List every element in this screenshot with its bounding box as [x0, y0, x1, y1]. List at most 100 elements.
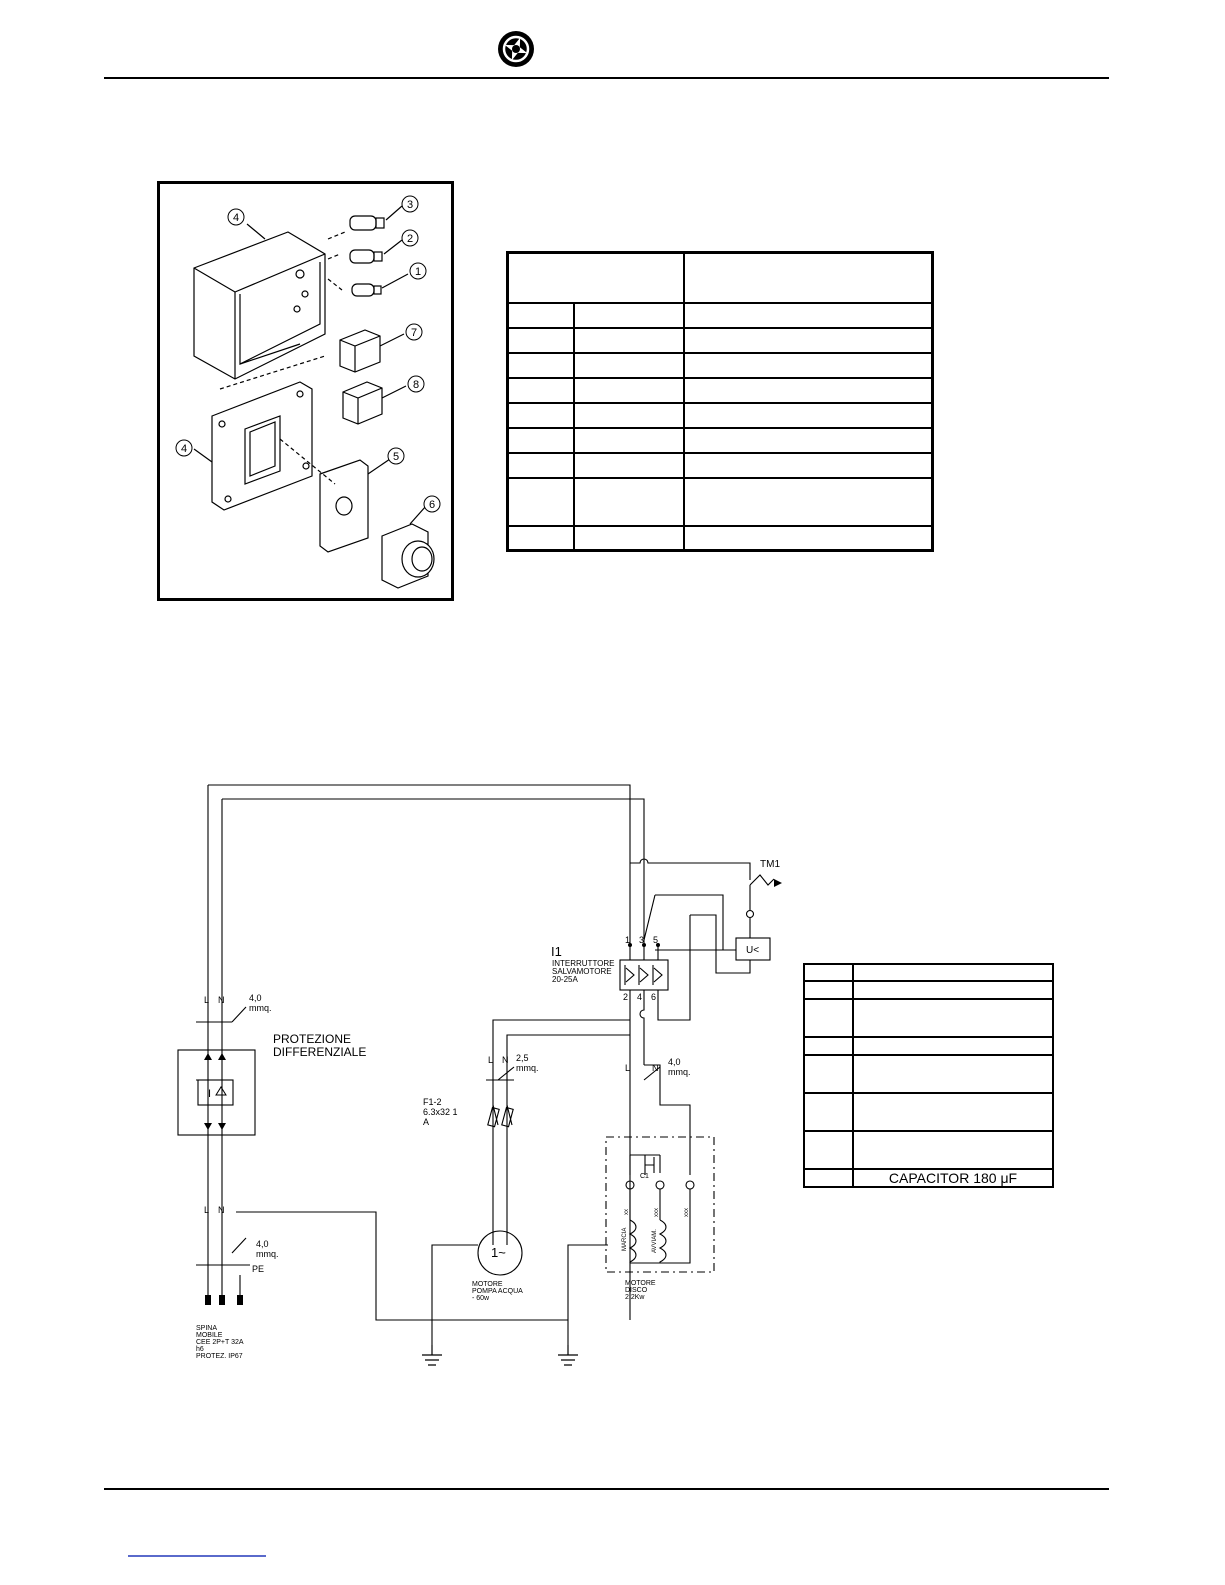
svg-text:7: 7	[411, 327, 417, 339]
wire-label-L: L	[204, 995, 209, 1005]
footer-rule	[104, 1488, 1109, 1490]
table-row	[803, 1036, 1054, 1056]
svg-text:1: 1	[415, 266, 421, 278]
wire-label-N: N	[502, 1055, 509, 1065]
callout-7: 7	[405, 323, 423, 341]
table-row	[506, 524, 934, 552]
capacitor-rating: CAPACITOR 180 μF	[852, 1168, 1054, 1188]
table-row	[506, 376, 934, 404]
table-row	[803, 980, 1054, 1000]
motor-disc-label: DISCO	[625, 1287, 648, 1294]
table-row	[506, 426, 934, 454]
plug-label: MOBILE	[196, 1332, 223, 1339]
svg-text:3: 3	[407, 199, 413, 211]
table-row	[506, 351, 934, 379]
delta-icon	[215, 1086, 227, 1096]
ground-icon	[422, 1345, 578, 1366]
callout-3: 3	[401, 195, 419, 213]
wire-label-N: N	[218, 995, 225, 1005]
wire-label-N: N	[652, 1063, 659, 1073]
legend-table: CAPACITOR 180 μF	[803, 963, 1054, 1188]
terminal-label: 3	[639, 935, 644, 945]
wire-label-L: L	[625, 1063, 630, 1073]
wire-label-L: L	[488, 1055, 493, 1065]
tm1-label: TM1	[760, 859, 780, 870]
wiring-schematic: L N 4,0 mmq. L N 4,0 mmq. PE L N 2,5 mmq…	[177, 784, 782, 1366]
svg-text:4: 4	[181, 443, 187, 455]
winding-tag: xxx	[684, 1208, 690, 1217]
plug-label: SPINA	[196, 1325, 217, 1332]
header-rule	[104, 77, 1109, 79]
terminal-label: 6	[651, 992, 656, 1002]
pe-label: PE	[252, 1264, 264, 1274]
switch-id: I1	[551, 944, 562, 959]
undervoltage-label: U<	[746, 945, 759, 956]
callout-4-lid: 4	[175, 439, 193, 457]
callout-8: 8	[407, 375, 425, 393]
callout-2: 2	[401, 229, 419, 247]
terminal-label: 1	[625, 935, 630, 945]
table-row	[506, 301, 934, 329]
table-row	[803, 1130, 1054, 1170]
brand-logo-icon	[498, 31, 534, 67]
plug-label: CEE 2P+T 32A	[196, 1339, 244, 1346]
section-label: 4,0	[668, 1057, 681, 1067]
callout-6: 6	[423, 495, 441, 513]
section-label: mmq.	[249, 1003, 272, 1013]
exploded-view-frame: 4 3 2 1 7 8 4 5 6	[157, 181, 454, 601]
motor-pump-label: MOTORE	[472, 1281, 503, 1288]
section-label: mmq.	[668, 1067, 691, 1077]
plug-label: PROTEZ. IP67	[196, 1353, 243, 1360]
table-row	[506, 326, 934, 354]
table-row	[803, 998, 1054, 1038]
wire-label-N: N	[218, 1205, 225, 1215]
table-row	[803, 1054, 1054, 1094]
callout-1: 1	[409, 262, 427, 280]
svg-text:4: 4	[233, 212, 239, 224]
fuse-label: A	[423, 1117, 429, 1127]
callout-5: 5	[387, 447, 405, 465]
table-row	[803, 963, 1054, 982]
table-row	[803, 1092, 1054, 1132]
motor-disc-label: MOTORE	[625, 1280, 656, 1287]
capacitor-label: C1	[640, 1173, 649, 1180]
fuse-label: F1-2	[423, 1097, 442, 1107]
motor-icon: 1~	[491, 1245, 506, 1260]
svg-text:5: 5	[393, 451, 399, 463]
callout-4-top: 4	[227, 208, 245, 226]
svg-text:2: 2	[407, 233, 413, 245]
protection-label: PROTEZIONE	[273, 1032, 351, 1046]
section-label: 4,0	[256, 1239, 269, 1249]
section-label: 2,5	[516, 1053, 529, 1063]
protection-label: DIFFERENZIALE	[273, 1045, 366, 1059]
winding-label: AVVIAM.	[652, 1229, 658, 1253]
svg-text:8: 8	[413, 379, 419, 391]
parts-header-cell	[506, 251, 685, 304]
plug-label: h6	[196, 1346, 204, 1353]
table-row: CAPACITOR 180 μF	[803, 1168, 1054, 1188]
section-label: mmq.	[256, 1249, 279, 1259]
table-row	[506, 476, 934, 527]
parts-table	[506, 251, 934, 552]
section-label: 4,0	[249, 993, 262, 1003]
table-row	[506, 451, 934, 479]
footer-link[interactable]	[128, 1555, 266, 1557]
terminal-label: 5	[653, 935, 658, 945]
wire-label-L: L	[204, 1205, 209, 1215]
motor-pump-label: - 60w	[472, 1295, 490, 1302]
table-row	[506, 401, 934, 429]
section-label: mmq.	[516, 1063, 539, 1073]
exploded-view-drawing: 4 3 2 1 7 8 4 5 6	[175, 195, 441, 589]
motor-disc-label: 2,2Kw	[625, 1294, 645, 1301]
terminal-label: 2	[623, 992, 628, 1002]
winding-tag: xx	[624, 1209, 630, 1215]
parts-header-cell	[683, 251, 934, 304]
svg-text:6: 6	[429, 499, 435, 511]
switch-label: INTERRUTTORE	[552, 959, 615, 968]
rcd-symbol: I	[208, 1088, 211, 1100]
motor-pump-label: POMPA ACQUA	[472, 1288, 523, 1295]
fuse-label: 6.3x32 1	[423, 1107, 458, 1117]
winding-tag: xxx	[654, 1208, 660, 1217]
winding-label: MARCIA	[622, 1228, 628, 1251]
switch-label: SALVAMOTORE	[552, 967, 612, 976]
